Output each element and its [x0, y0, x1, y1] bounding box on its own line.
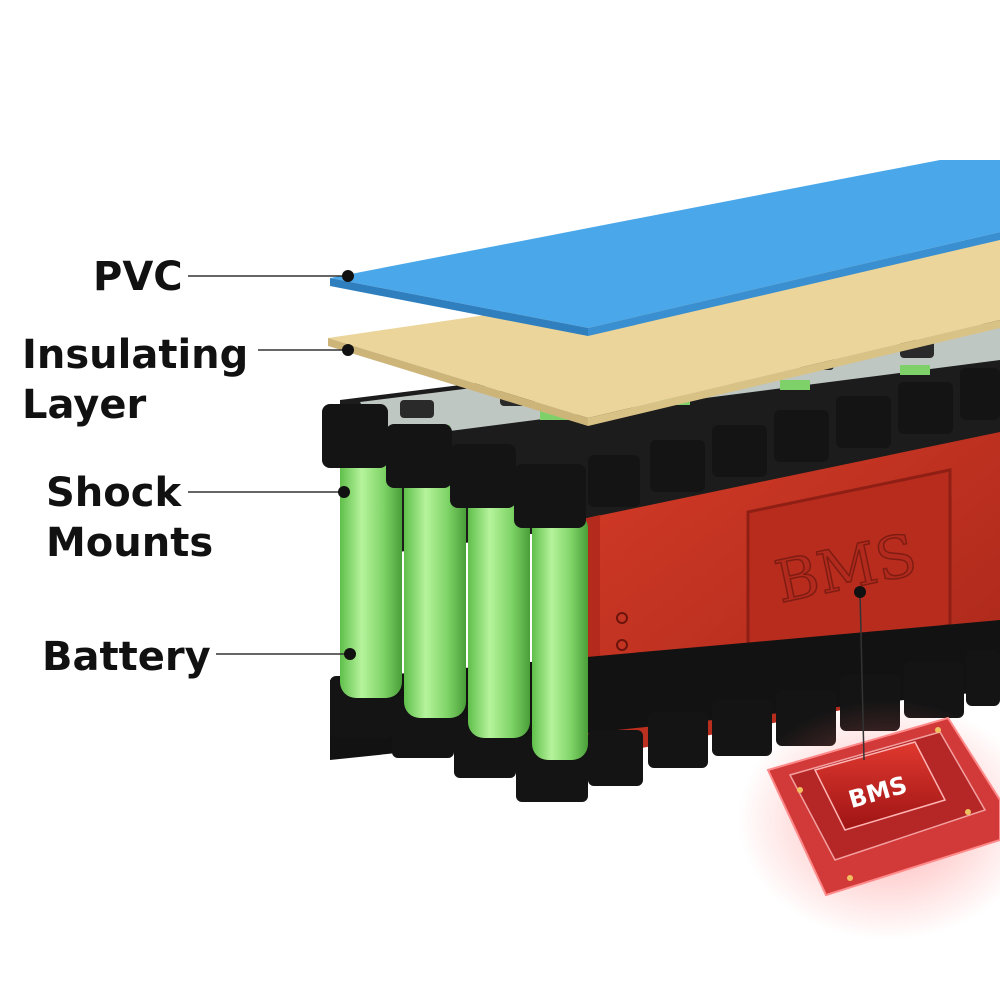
label-battery-text: Battery	[42, 634, 211, 680]
front-holder-caps	[322, 368, 1000, 528]
label-insulating-layer: Insulating Layer	[22, 330, 248, 430]
label-insulating-line1: Insulating	[22, 332, 249, 378]
label-shock-line1: Shock	[46, 470, 182, 516]
leader-lines	[188, 275, 865, 761]
battery-dot	[344, 648, 356, 660]
label-shock-mounts: Shock Mounts	[46, 468, 213, 568]
label-battery: Battery	[42, 632, 211, 682]
insulating-layer-sheet	[328, 240, 1000, 426]
pvc-dot	[342, 270, 354, 282]
shock-dot	[338, 486, 350, 498]
battery-cells	[340, 450, 588, 760]
label-insulating-line2: Layer	[22, 382, 147, 428]
pvc-sheet	[330, 160, 1000, 336]
leader-dots	[338, 270, 866, 660]
bms-leader	[859, 591, 865, 761]
insulating-dot	[342, 344, 354, 356]
label-shock-line2: Mounts	[46, 520, 214, 566]
bms-dot	[854, 586, 866, 598]
label-pvc-text: PVC	[93, 254, 183, 300]
label-pvc: PVC	[93, 252, 183, 302]
bms-chip	[738, 700, 1000, 940]
